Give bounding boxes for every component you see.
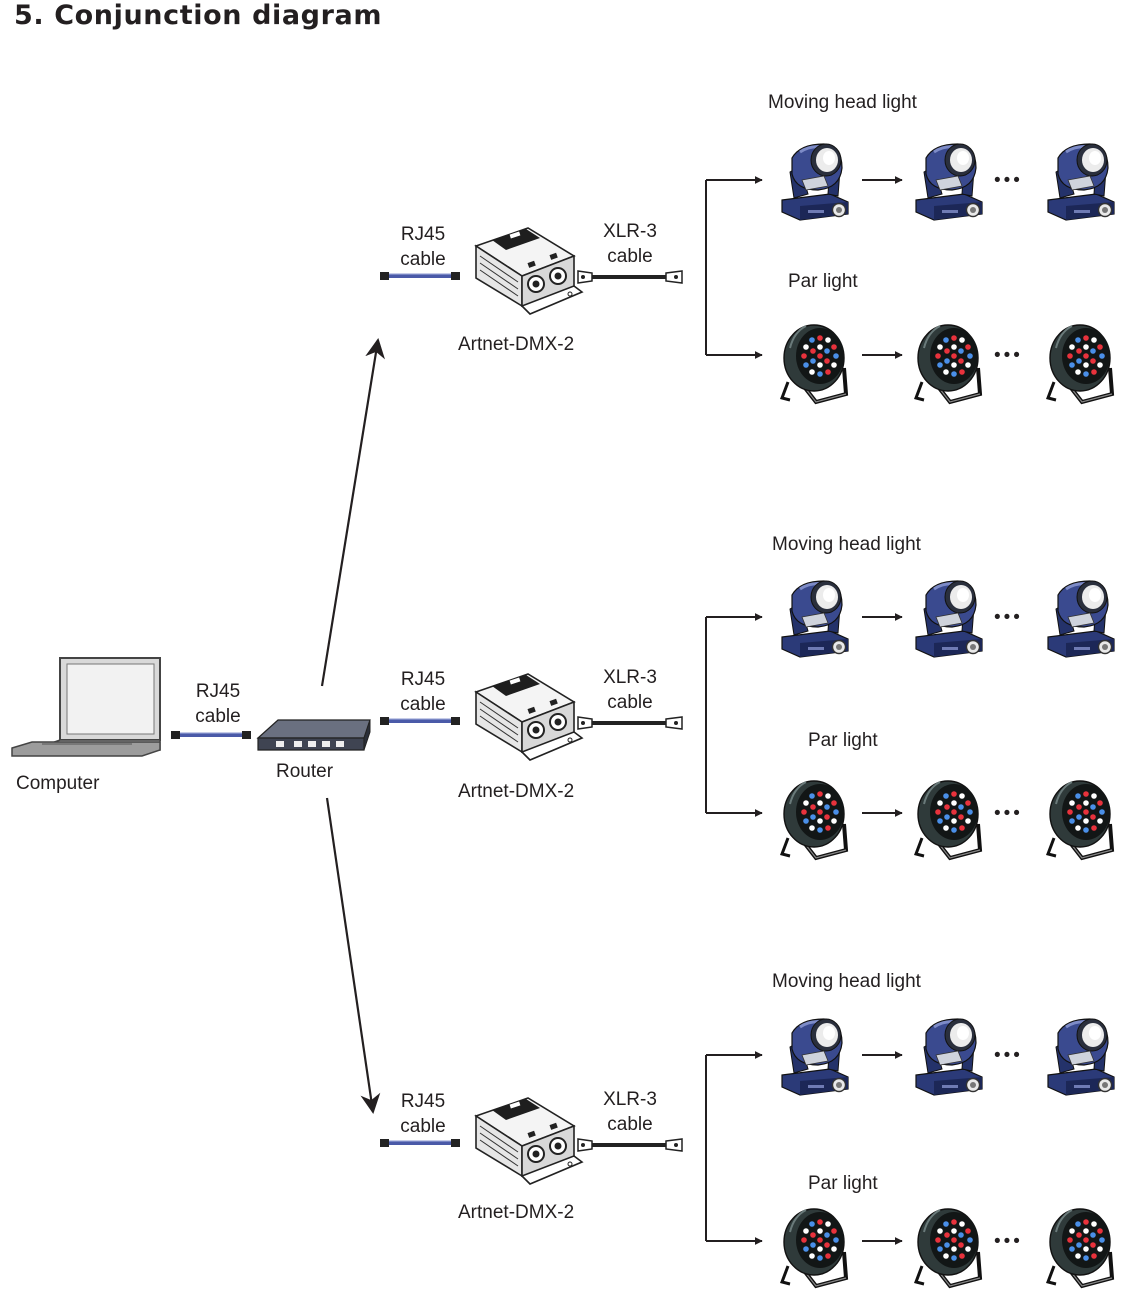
moving-head-light-icon [780, 1017, 850, 1097]
rj45-label-line2: cable [400, 1116, 445, 1137]
par-light-icon [914, 779, 982, 860]
router-icon [257, 719, 371, 751]
rj45-label-line1: RJ45 [401, 224, 445, 245]
moving-head-label: Moving head light [768, 92, 918, 113]
artnet-dmx-controller-icon [475, 673, 583, 761]
xlr-label-line2: cable [607, 692, 652, 713]
ellipsis: ••• [994, 1045, 1023, 1066]
moving-head-light-icon [914, 1017, 984, 1097]
par-light-icon [1046, 1207, 1114, 1288]
moving-head-light-icon [1046, 579, 1116, 659]
par-light-icon [1046, 323, 1114, 404]
ellipsis: ••• [994, 1231, 1023, 1252]
par-light-label: Par light [808, 1173, 878, 1194]
moving-head-light-icon [1046, 142, 1116, 222]
par-light-label: Par light [808, 730, 878, 751]
router-to-branch-1-arrow [320, 338, 385, 687]
controller-label: Artnet-DMX-2 [458, 781, 574, 802]
par-light-icon [780, 1207, 848, 1288]
ellipsis: ••• [994, 345, 1023, 366]
xlr-label-line2: cable [607, 246, 652, 267]
moving-head-light-icon [914, 142, 984, 222]
moving-head-light-icon [780, 579, 850, 659]
par-light-icon [780, 779, 848, 860]
par-light-icon [914, 323, 982, 404]
moving-head-light-icon [914, 579, 984, 659]
controller-label: Artnet-DMX-2 [458, 1202, 574, 1223]
page-title: 5. Conjunction diagram [14, 0, 383, 31]
laptop-icon [11, 657, 161, 757]
ellipsis: ••• [994, 170, 1023, 191]
rj45-cable-icon [380, 272, 460, 280]
xlr-label-line1: XLR-3 [603, 221, 657, 242]
rj45-label-line1: RJ45 [401, 669, 445, 690]
par-light-icon [914, 1207, 982, 1288]
computer-cable-label-line2: cable [195, 706, 240, 727]
rj45-cable-icon [380, 717, 460, 725]
moving-head-label: Moving head light [772, 971, 922, 992]
xlr-label-line1: XLR-3 [603, 667, 657, 688]
rj45-label-line1: RJ45 [401, 1091, 445, 1112]
rj45-cable-icon [380, 1139, 460, 1147]
computer-label: Computer [16, 773, 100, 794]
par-light-icon [780, 323, 848, 404]
moving-head-label: Moving head light [772, 534, 922, 555]
par-light-icon [1046, 779, 1114, 860]
xlr-cable-icon [577, 270, 683, 284]
artnet-dmx-controller-icon [475, 1097, 583, 1185]
moving-head-light-icon [780, 142, 850, 222]
xlr-cable-icon [577, 1138, 683, 1152]
controller-label: Artnet-DMX-2 [458, 334, 574, 355]
xlr-label-line1: XLR-3 [603, 1089, 657, 1110]
xlr-label-line2: cable [607, 1114, 652, 1135]
router-to-branch-3-arrow [325, 797, 381, 1114]
rj45-cable-icon [171, 731, 251, 739]
moving-head-light-icon [1046, 1017, 1116, 1097]
rj45-label-line2: cable [400, 694, 445, 715]
par-light-label: Par light [788, 271, 858, 292]
ellipsis: ••• [994, 803, 1023, 824]
ellipsis: ••• [994, 607, 1023, 628]
computer-cable-label-line1: RJ45 [196, 681, 240, 702]
xlr-cable-icon [577, 716, 683, 730]
router-label: Router [276, 761, 334, 782]
rj45-label-line2: cable [400, 249, 445, 270]
artnet-dmx-controller-icon [475, 227, 583, 315]
